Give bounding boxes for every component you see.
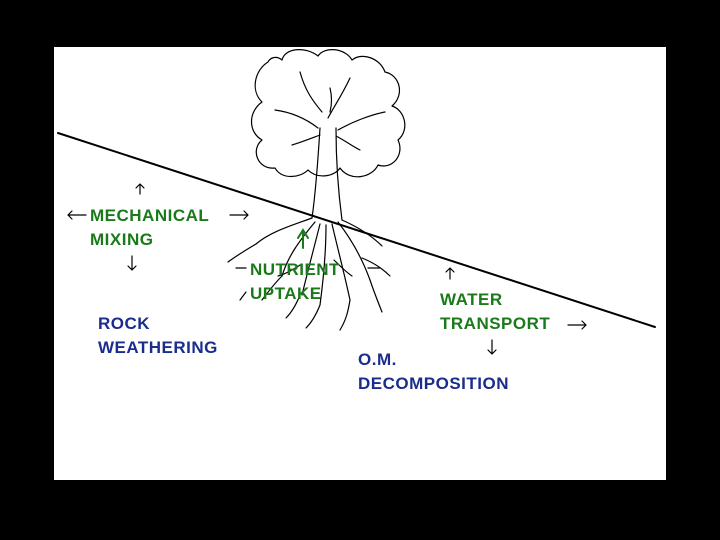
water-transport-line2: TRANSPORT [440, 312, 550, 336]
arrow-right-icon [568, 321, 586, 329]
water-transport-label: WATER TRANSPORT [440, 288, 550, 336]
mechanical-mixing-label: MECHANICAL MIXING [90, 204, 209, 252]
nutrient-uptake-line2: UPTAKE [250, 282, 340, 306]
om-decomposition-line1: O.M. [358, 348, 509, 372]
mechanical-mixing-line1: MECHANICAL [90, 204, 209, 228]
arrow-down-icon [128, 256, 136, 270]
mechanical-mixing-line2: MIXING [90, 228, 209, 252]
arrow-right-icon [230, 211, 248, 219]
arrow-up-icon [446, 268, 454, 279]
om-decomposition-line2: DECOMPOSITION [358, 372, 509, 396]
nutrient-uptake-label: NUTRIENT UPTAKE [250, 258, 340, 306]
om-decomposition-label: O.M. DECOMPOSITION [358, 348, 509, 396]
rock-weathering-line1: ROCK [98, 312, 218, 336]
nutrient-uptake-line1: NUTRIENT [250, 258, 340, 282]
water-transport-line1: WATER [440, 288, 550, 312]
arrow-left-icon [68, 211, 86, 219]
tree-trunk-icon [312, 128, 320, 218]
rock-weathering-line2: WEATHERING [98, 336, 218, 360]
arrow-up-icon [136, 184, 144, 194]
rock-weathering-label: ROCK WEATHERING [98, 312, 218, 360]
